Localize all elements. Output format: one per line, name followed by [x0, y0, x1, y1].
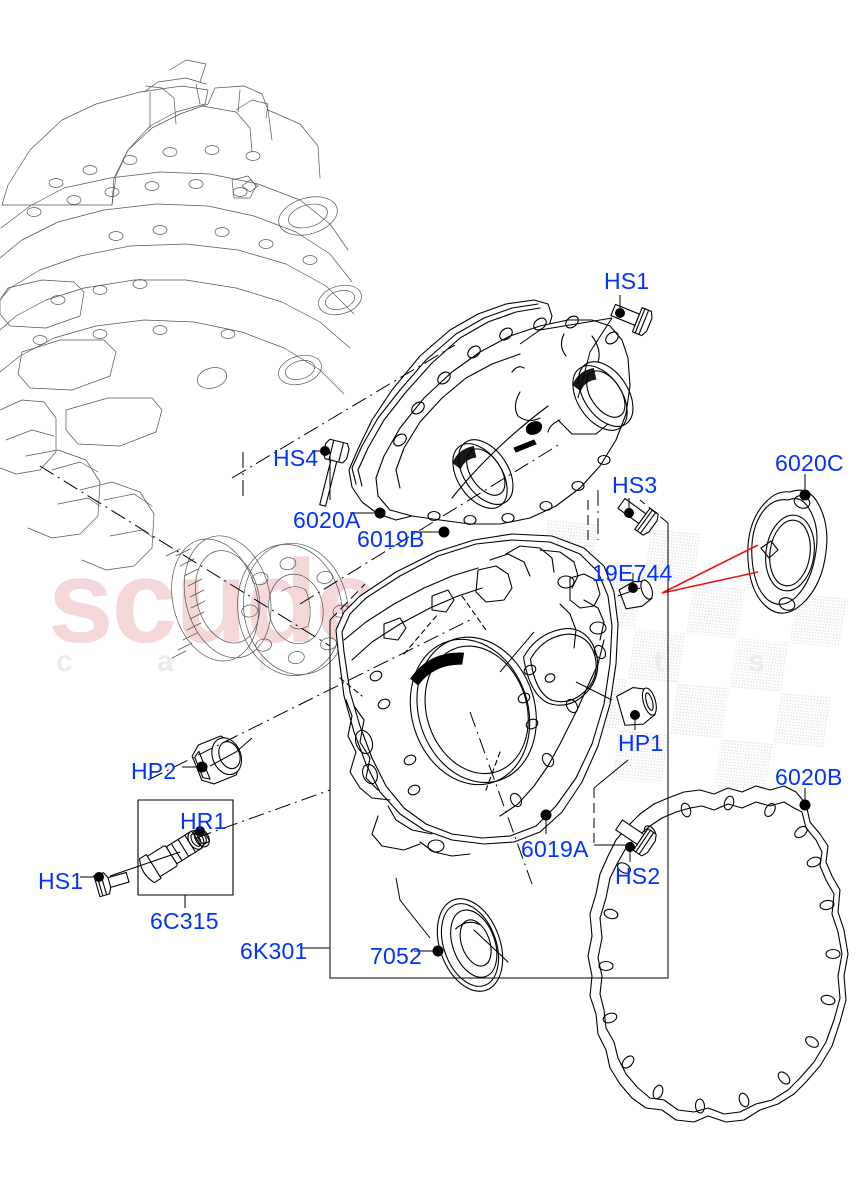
- label-hs3[interactable]: HS3: [612, 472, 658, 498]
- crank-sensor-assembly-6c315: [137, 799, 234, 896]
- label-6020c[interactable]: 6020C: [775, 450, 844, 476]
- bolt-hs3: [617, 498, 659, 536]
- alignment-centerlines: [39, 344, 599, 885]
- label-hs4[interactable]: HS4: [273, 445, 319, 471]
- blanking-plug-hp1: [616, 687, 657, 726]
- crankshaft-oil-seal-7052: [436, 898, 509, 992]
- label-6020b[interactable]: 6020B: [775, 764, 843, 790]
- label-hp2[interactable]: HP2: [131, 758, 177, 784]
- oil-pump-gasket-6020c: [661, 489, 828, 614]
- label-6020a[interactable]: 6020A: [293, 507, 361, 533]
- label-19e744[interactable]: 19E744: [592, 560, 673, 586]
- upper-timing-cover-assembly: [348, 299, 634, 526]
- front-timing-cover-assembly: [335, 533, 619, 857]
- label-6k301[interactable]: 6K301: [240, 938, 308, 964]
- label-6019a[interactable]: 6019A: [521, 836, 589, 862]
- crankshaft-illustration: [0, 399, 350, 676]
- front-cover-gasket-6020b: [587, 785, 849, 1123]
- label-hs2[interactable]: HS2: [615, 863, 661, 889]
- mounting-connector-lines: [109, 317, 641, 939]
- label-6019b[interactable]: 6019B: [357, 526, 425, 552]
- plug-cover-hp2: [191, 735, 243, 785]
- bolt-hs1-top: [610, 303, 653, 337]
- label-hs1-left[interactable]: HS1: [38, 868, 84, 894]
- engine-cylinder-head-illustration: [0, 59, 362, 447]
- label-6c315[interactable]: 6C315: [150, 908, 219, 934]
- label-hr1[interactable]: HR1: [180, 808, 227, 834]
- label-hs1-top[interactable]: HS1: [604, 268, 650, 294]
- label-hp1[interactable]: HP1: [618, 730, 664, 756]
- leader-lines: [80, 295, 811, 957]
- label-7052[interactable]: 7052: [370, 943, 422, 969]
- kit-box-6k301: [329, 499, 669, 979]
